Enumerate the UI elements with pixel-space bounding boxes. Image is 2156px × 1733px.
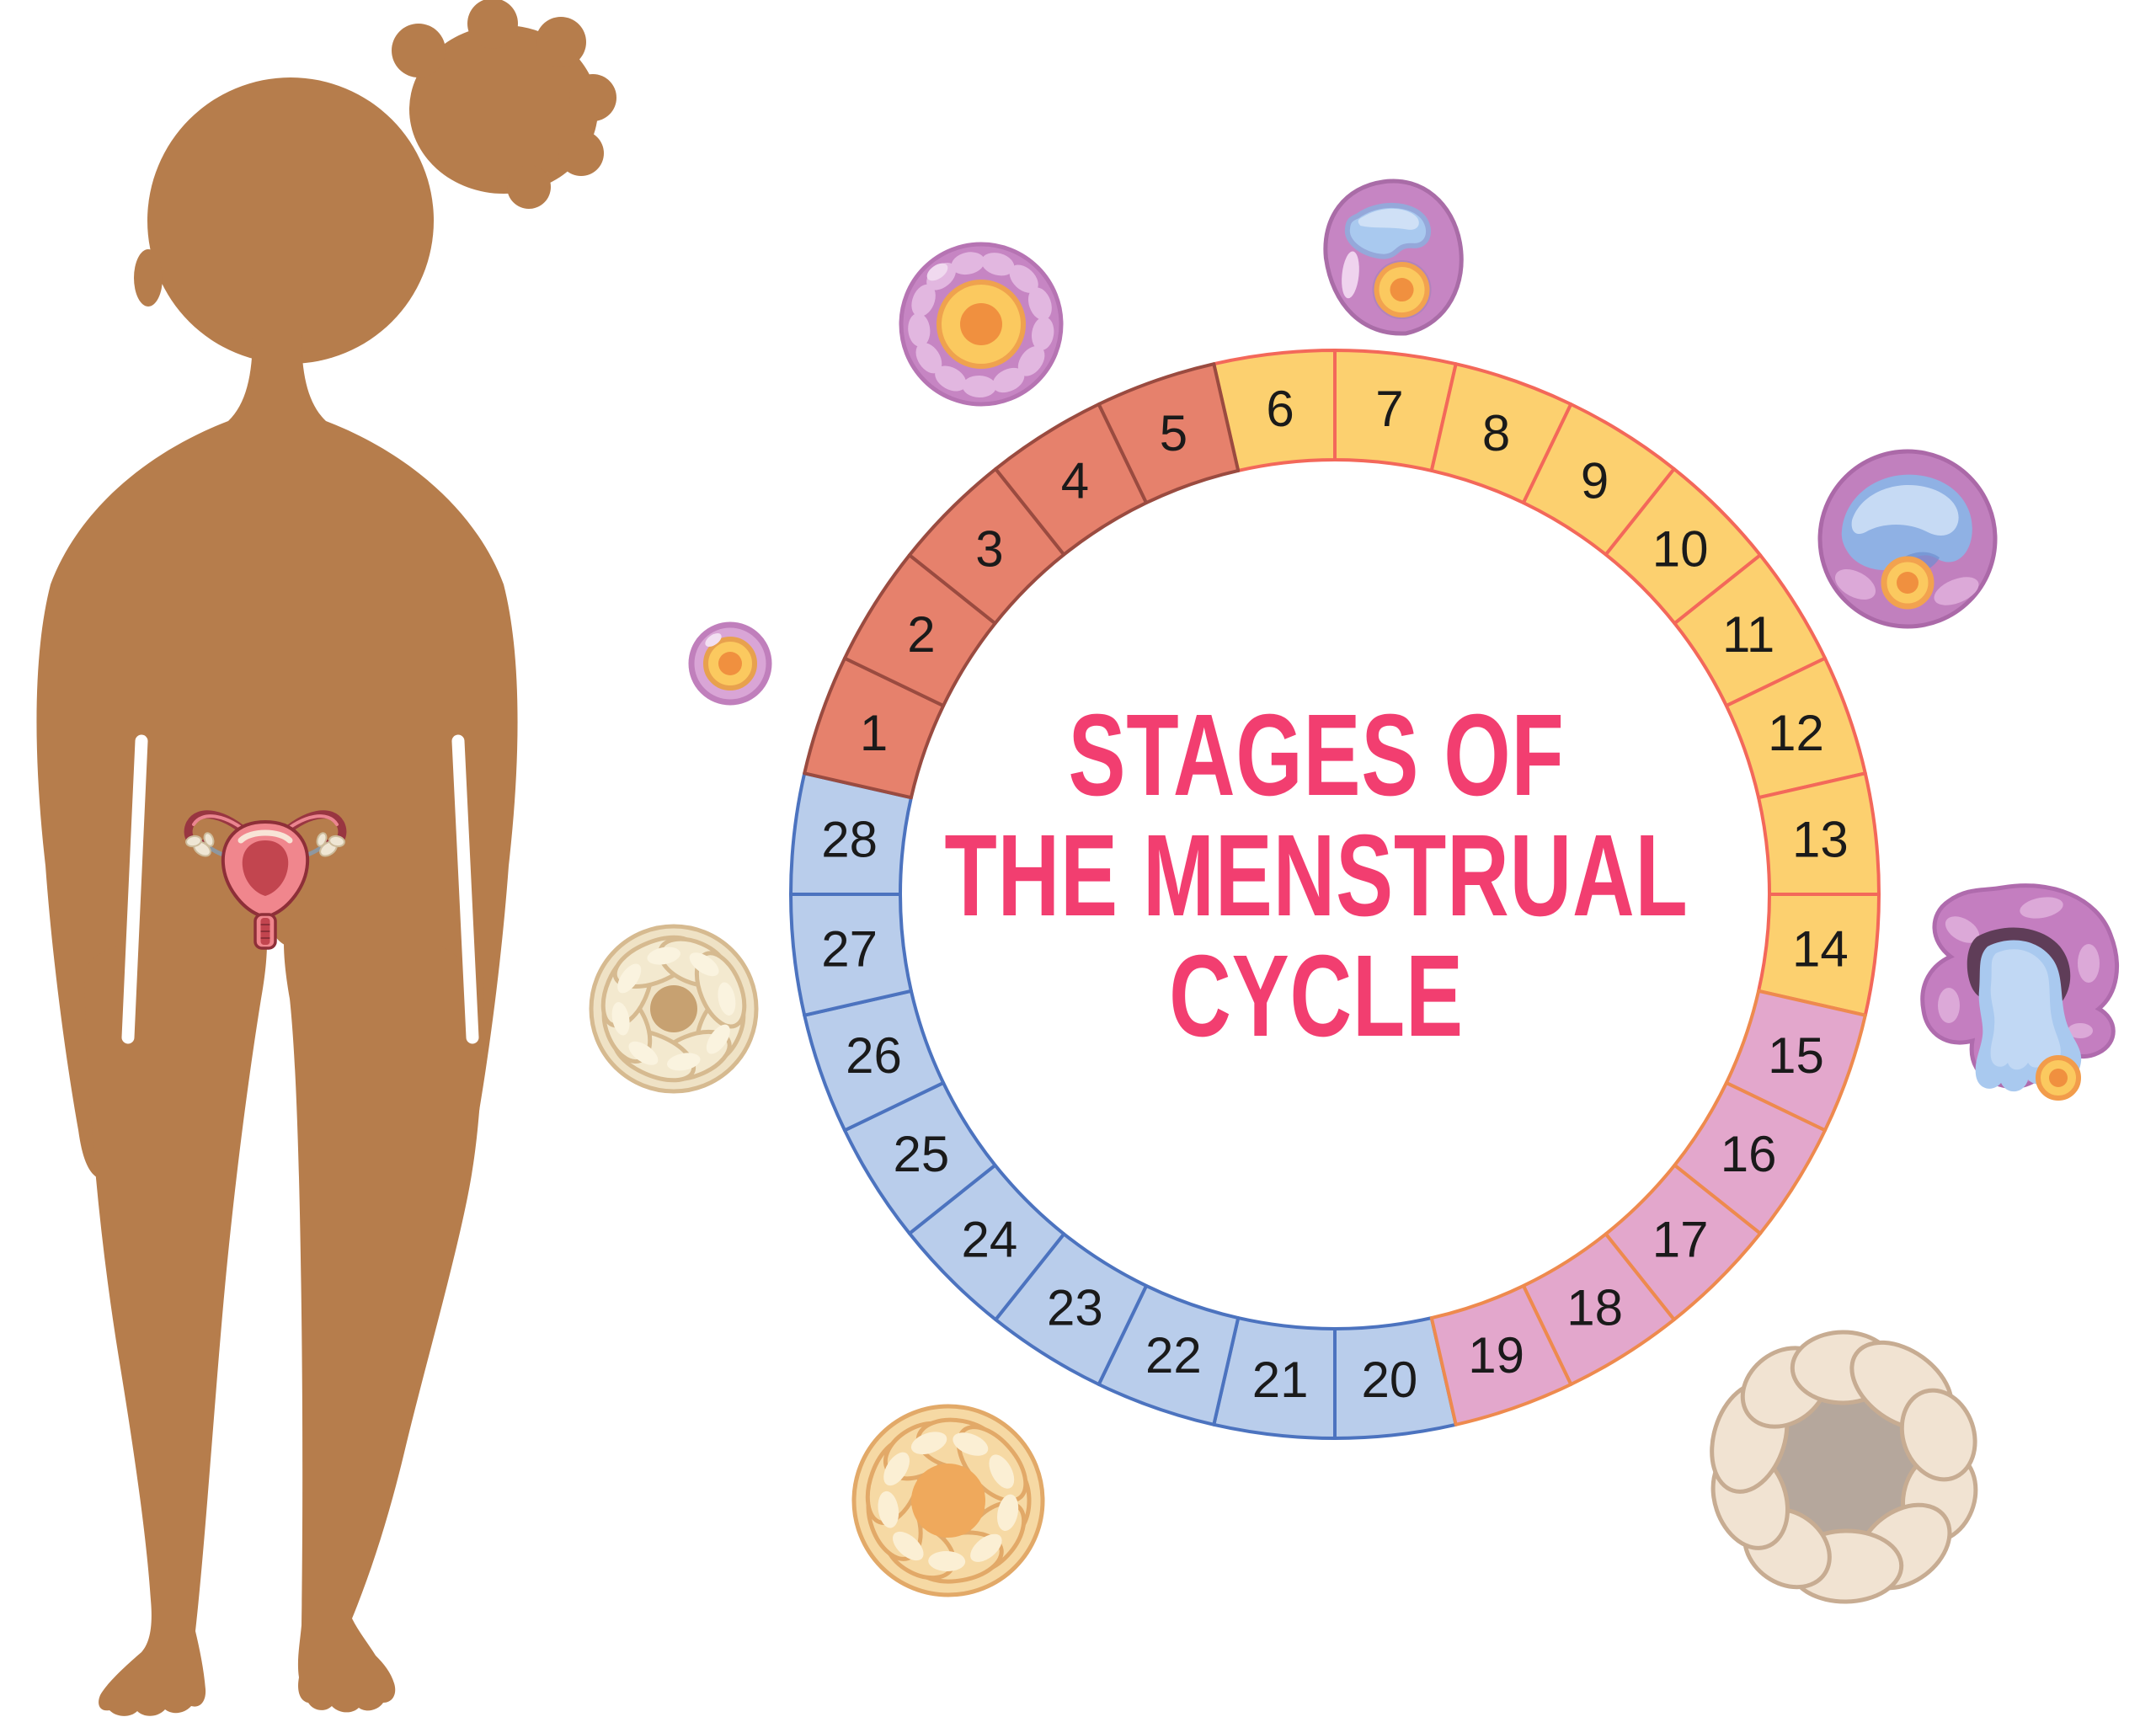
petal-highlight — [928, 1550, 966, 1572]
petal-highlight — [617, 963, 642, 994]
primordial-follicle-icon — [688, 621, 772, 706]
secondary-follicle-icon — [1323, 179, 1464, 336]
day-label-8: 8 — [1482, 405, 1510, 461]
day-label-12: 12 — [1768, 705, 1824, 761]
day-label-10: 10 — [1652, 520, 1709, 577]
corpus-luteum-icon — [1710, 1330, 1978, 1604]
granulosa-cell — [1032, 317, 1054, 350]
petal-highlight — [647, 946, 680, 965]
primary-follicle-icon — [899, 242, 1064, 407]
granulosa-cell — [908, 312, 931, 347]
day-label-2: 2 — [907, 606, 935, 663]
day-label-6: 6 — [1266, 381, 1294, 437]
day-label-7: 7 — [1375, 381, 1403, 437]
petal-highlight — [878, 1490, 899, 1528]
day-label-14: 14 — [1792, 920, 1849, 977]
granulosa-cell-ring — [908, 252, 1054, 398]
petal-highlight — [689, 952, 719, 977]
fimbriae-left — [185, 832, 215, 857]
granulosa-cell — [992, 367, 1025, 393]
luteum-lobe — [1899, 1388, 1977, 1482]
flower-center — [911, 1464, 985, 1538]
day-label-19: 19 — [1468, 1327, 1524, 1384]
title-line-3: CYCLE — [1169, 930, 1464, 1061]
granulosa-cell — [915, 342, 942, 374]
petal-highlight — [883, 1452, 910, 1486]
title-line-1: STAGES OF — [1068, 690, 1564, 820]
ear — [134, 249, 163, 307]
day-label-21: 21 — [1252, 1352, 1309, 1408]
corpus-luteum-flower-icon — [851, 1404, 1045, 1597]
day-label-1: 1 — [860, 705, 888, 761]
petal-highlight — [989, 1454, 1015, 1489]
day-label-4: 4 — [1061, 452, 1089, 509]
albicans-center — [650, 985, 697, 1032]
day-label-3: 3 — [975, 520, 1003, 577]
petal-highlight — [718, 982, 736, 1016]
petal-highlight — [706, 1024, 730, 1054]
day-label-24: 24 — [962, 1212, 1018, 1268]
granulosa-cell — [935, 365, 967, 392]
day-label-25: 25 — [894, 1126, 950, 1182]
day-label-26: 26 — [846, 1027, 902, 1084]
arm-gap-right — [451, 734, 479, 1044]
petal-highlight — [997, 1494, 1019, 1531]
arm-gap-left — [121, 734, 148, 1044]
petal-highlight — [910, 1432, 947, 1455]
day-label-27: 27 — [821, 920, 878, 977]
ovulation-icon — [1920, 883, 2120, 1101]
day-label-16: 16 — [1721, 1126, 1777, 1182]
granulosa-cell — [1009, 264, 1038, 293]
day-label-15: 15 — [1768, 1027, 1824, 1084]
granulosa-cell — [1027, 287, 1052, 321]
petal-highlight — [953, 1432, 989, 1456]
female-silhouette — [36, 0, 616, 1716]
petal-highlight — [970, 1533, 1002, 1562]
corpus-albicans-icon — [589, 924, 759, 1094]
right-leg — [284, 943, 484, 1713]
day-label-13: 13 — [1792, 812, 1849, 868]
uterine-cavity — [242, 840, 289, 896]
petal-highlight — [628, 1041, 659, 1065]
left-leg — [84, 943, 267, 1716]
page-title: STAGES OF THE MENSTRUAL CYCLE — [944, 690, 1688, 1061]
day-label-20: 20 — [1362, 1352, 1418, 1408]
day-label-17: 17 — [1652, 1212, 1709, 1268]
head — [147, 77, 434, 364]
day-label-11: 11 — [1722, 606, 1774, 663]
fimbriae-right — [316, 832, 345, 857]
day-label-28: 28 — [821, 812, 878, 868]
granulosa-cell — [981, 253, 1015, 276]
day-segment-5 — [1097, 362, 1241, 505]
petal-highlight — [611, 1002, 630, 1036]
mature-follicle-icon — [1817, 449, 1998, 629]
granulosa-cell — [1017, 345, 1045, 376]
day-label-22: 22 — [1145, 1327, 1202, 1384]
granulosa-cell — [911, 284, 936, 317]
day-segment-19 — [1429, 1283, 1573, 1426]
day-label-18: 18 — [1566, 1280, 1623, 1336]
endometrium-highlight — [237, 829, 293, 844]
granulosa-cell — [962, 375, 996, 398]
title-line-2: THE MENSTRUAL — [944, 810, 1688, 941]
granulosa-cell — [951, 252, 985, 275]
day-label-9: 9 — [1581, 452, 1609, 509]
uterus-icon — [184, 810, 347, 950]
petal-highlight — [893, 1531, 924, 1561]
day-label-23: 23 — [1047, 1280, 1103, 1336]
petal-highlight — [667, 1053, 701, 1071]
hair-bun-icon — [392, 0, 616, 209]
day-label-5: 5 — [1160, 405, 1187, 461]
